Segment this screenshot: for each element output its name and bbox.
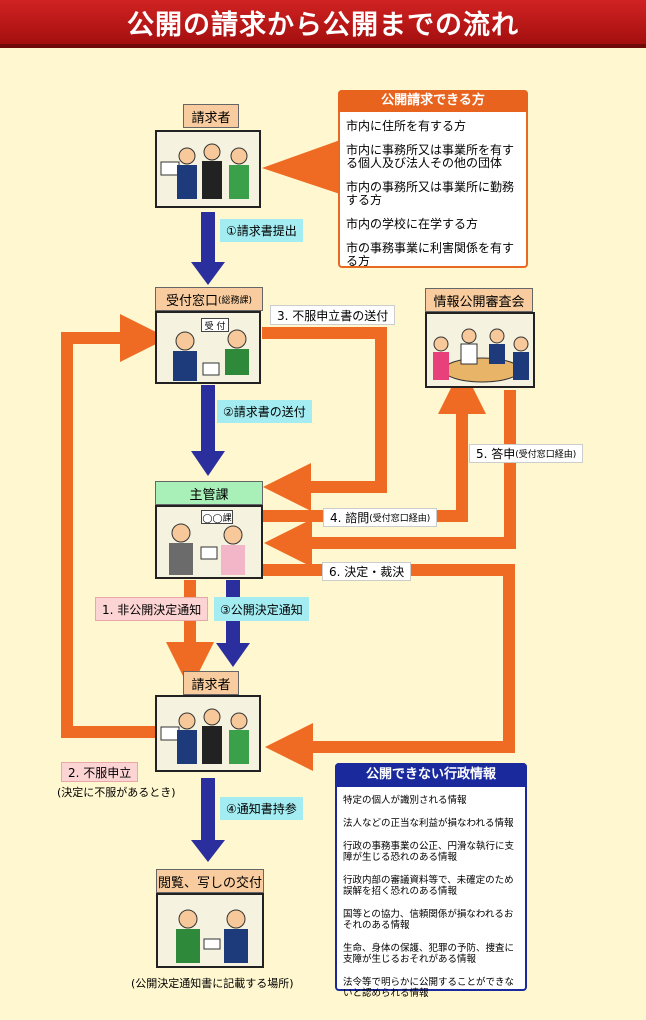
scene-department: ◯◯課 xyxy=(155,505,263,579)
reception-label: 受付窓口 xyxy=(165,293,218,309)
eligible-item: 市内に事務所又は事業所を有する個人及び法人その他の団体 xyxy=(346,143,515,170)
restricted-info-box: 公開できない行政情報 特定の個人が識別される情報 法人などの正当な利益が損なわれ… xyxy=(335,763,527,999)
event-2-label: 2. 不服申立 xyxy=(61,762,139,782)
department-illustration xyxy=(169,523,245,575)
viewing-illustration xyxy=(176,909,248,963)
eligible-item: 市内に住所を有する方 xyxy=(346,119,467,133)
sign-uketsuke: 受 付 xyxy=(201,318,229,332)
restricted-item: 行政内部の審議資料等で、未確定のため誤解を招く恐れのある情報 xyxy=(343,875,514,897)
people-illustration-bottom xyxy=(160,708,249,764)
sign-maru-ka: ◯◯課 xyxy=(201,510,233,524)
eligible-requesters-box: 公開請求できる方 市内に住所を有する方 市内に事務所又は事業所を有する個人及び法… xyxy=(338,90,528,268)
event-6-label: 6. 決定・裁決 xyxy=(322,562,412,581)
node-review-board: 情報公開審査会 xyxy=(425,288,533,312)
event-4-main: 4. 諮問 xyxy=(330,511,370,525)
page-title: 公開の請求から公開までの流れ xyxy=(127,9,519,41)
restricted-item: 国等との協力、信頼関係が損なわれるおそれのある情報 xyxy=(343,909,514,931)
scene-reception: 受 付 xyxy=(155,311,261,384)
eligible-item: 市の事務事業に利害関係を有する方 xyxy=(346,241,515,268)
step-3-label: ③公開決定通知 xyxy=(214,597,309,621)
info-pointer xyxy=(262,139,343,195)
title-banner: 公開の請求から公開までの流れ xyxy=(0,0,646,48)
scene-requester-top xyxy=(155,130,261,208)
node-department: 主管課 xyxy=(155,481,263,505)
step-2-label: ②請求書の送付 xyxy=(217,400,312,423)
restricted-item: 生命、身体の保護、犯罪の予防、捜査に支障が生じるおそれがある情報 xyxy=(343,943,515,965)
event-4-sub: (受付窓口経由) xyxy=(369,514,431,524)
event-3-label: 3. 不服申立書の送付 xyxy=(270,305,396,325)
restricted-title: 公開できない行政情報 xyxy=(335,763,527,787)
reception-sub-label: (総務課) xyxy=(217,295,253,306)
restricted-item: 特定の個人が識別される情報 xyxy=(343,795,467,806)
node-requester-top: 請求者 xyxy=(183,104,239,128)
meeting-illustration xyxy=(433,328,529,383)
event-4-label: 4. 諮問(受付窓口経由) xyxy=(323,508,438,527)
people-illustration xyxy=(160,143,249,199)
viewing-place-note: (公開決定通知書に記載する場所) xyxy=(131,977,294,990)
node-requester-bottom: 請求者 xyxy=(183,671,239,695)
eligible-item: 市内の事務所又は事業所に勤務する方 xyxy=(346,180,515,207)
eligible-list: 市内に住所を有する方 市内に事務所又は事業所を有する個人及び法人その他の団体 市… xyxy=(340,112,526,283)
event-5-main: 5. 答申 xyxy=(476,447,516,461)
blue-arrows xyxy=(191,212,250,862)
event-1-label: 1. 非公開決定通知 xyxy=(95,597,209,621)
scene-viewing xyxy=(156,893,264,968)
restricted-item: 法令等で明らかに公開することができないと認められる情報 xyxy=(343,977,515,999)
objection-condition-note: (決定に不服があるとき) xyxy=(57,786,176,799)
restricted-item: 行政の事務事業の公正、円滑な執行に支障が生じる恐れのある情報 xyxy=(343,841,515,863)
reception-illustration xyxy=(173,329,249,381)
scene-requester-bottom xyxy=(155,695,261,772)
eligible-item: 市内の学校に在学する方 xyxy=(346,217,479,231)
node-reception: 受付窓口(総務課) xyxy=(155,287,263,311)
restricted-list: 特定の個人が識別される情報 法人などの正当な利益が損なわれる情報 行政の事務事業… xyxy=(337,787,525,1015)
step-1-label: ①請求書提出 xyxy=(220,219,303,242)
eligible-title: 公開請求できる方 xyxy=(338,90,528,112)
step-4-label: ④通知書持参 xyxy=(220,797,303,820)
scene-review-board xyxy=(425,312,535,388)
event-5-sub: (受付窓口経由) xyxy=(515,450,577,460)
event-5-label: 5. 答申(受付窓口経由) xyxy=(469,444,584,463)
restricted-item: 法人などの正当な利益が損なわれる情報 xyxy=(343,818,514,829)
node-viewing: 閲覧、写しの交付 xyxy=(156,869,264,893)
orange-arrows xyxy=(61,314,516,771)
